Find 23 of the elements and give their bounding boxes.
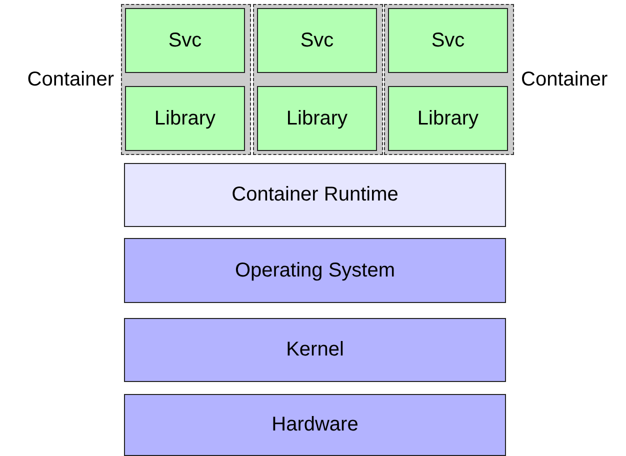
component-box xyxy=(388,8,508,73)
component-box xyxy=(257,8,377,73)
component-box xyxy=(257,86,377,151)
layer-box xyxy=(124,238,506,303)
layer-box xyxy=(124,394,506,456)
node-label: Operating System xyxy=(234,259,396,282)
node-label: Hardware xyxy=(270,414,360,436)
layer-box xyxy=(124,163,506,227)
component-box xyxy=(125,8,245,73)
node-label: Library xyxy=(285,107,349,130)
container-label: Container xyxy=(521,68,608,91)
component-box xyxy=(388,86,508,151)
node-label: Container Runtime xyxy=(230,184,400,206)
node-label: Library xyxy=(153,107,217,130)
node-label: Svc xyxy=(299,29,335,52)
node-label: Library xyxy=(416,107,480,130)
container-box xyxy=(253,4,383,155)
node-label: Svc xyxy=(167,29,203,52)
layer-box xyxy=(124,318,506,382)
container-label: Container xyxy=(27,68,114,91)
node-label: Svc xyxy=(430,29,466,52)
node-label: Kernel xyxy=(285,338,345,362)
component-box xyxy=(125,86,245,151)
